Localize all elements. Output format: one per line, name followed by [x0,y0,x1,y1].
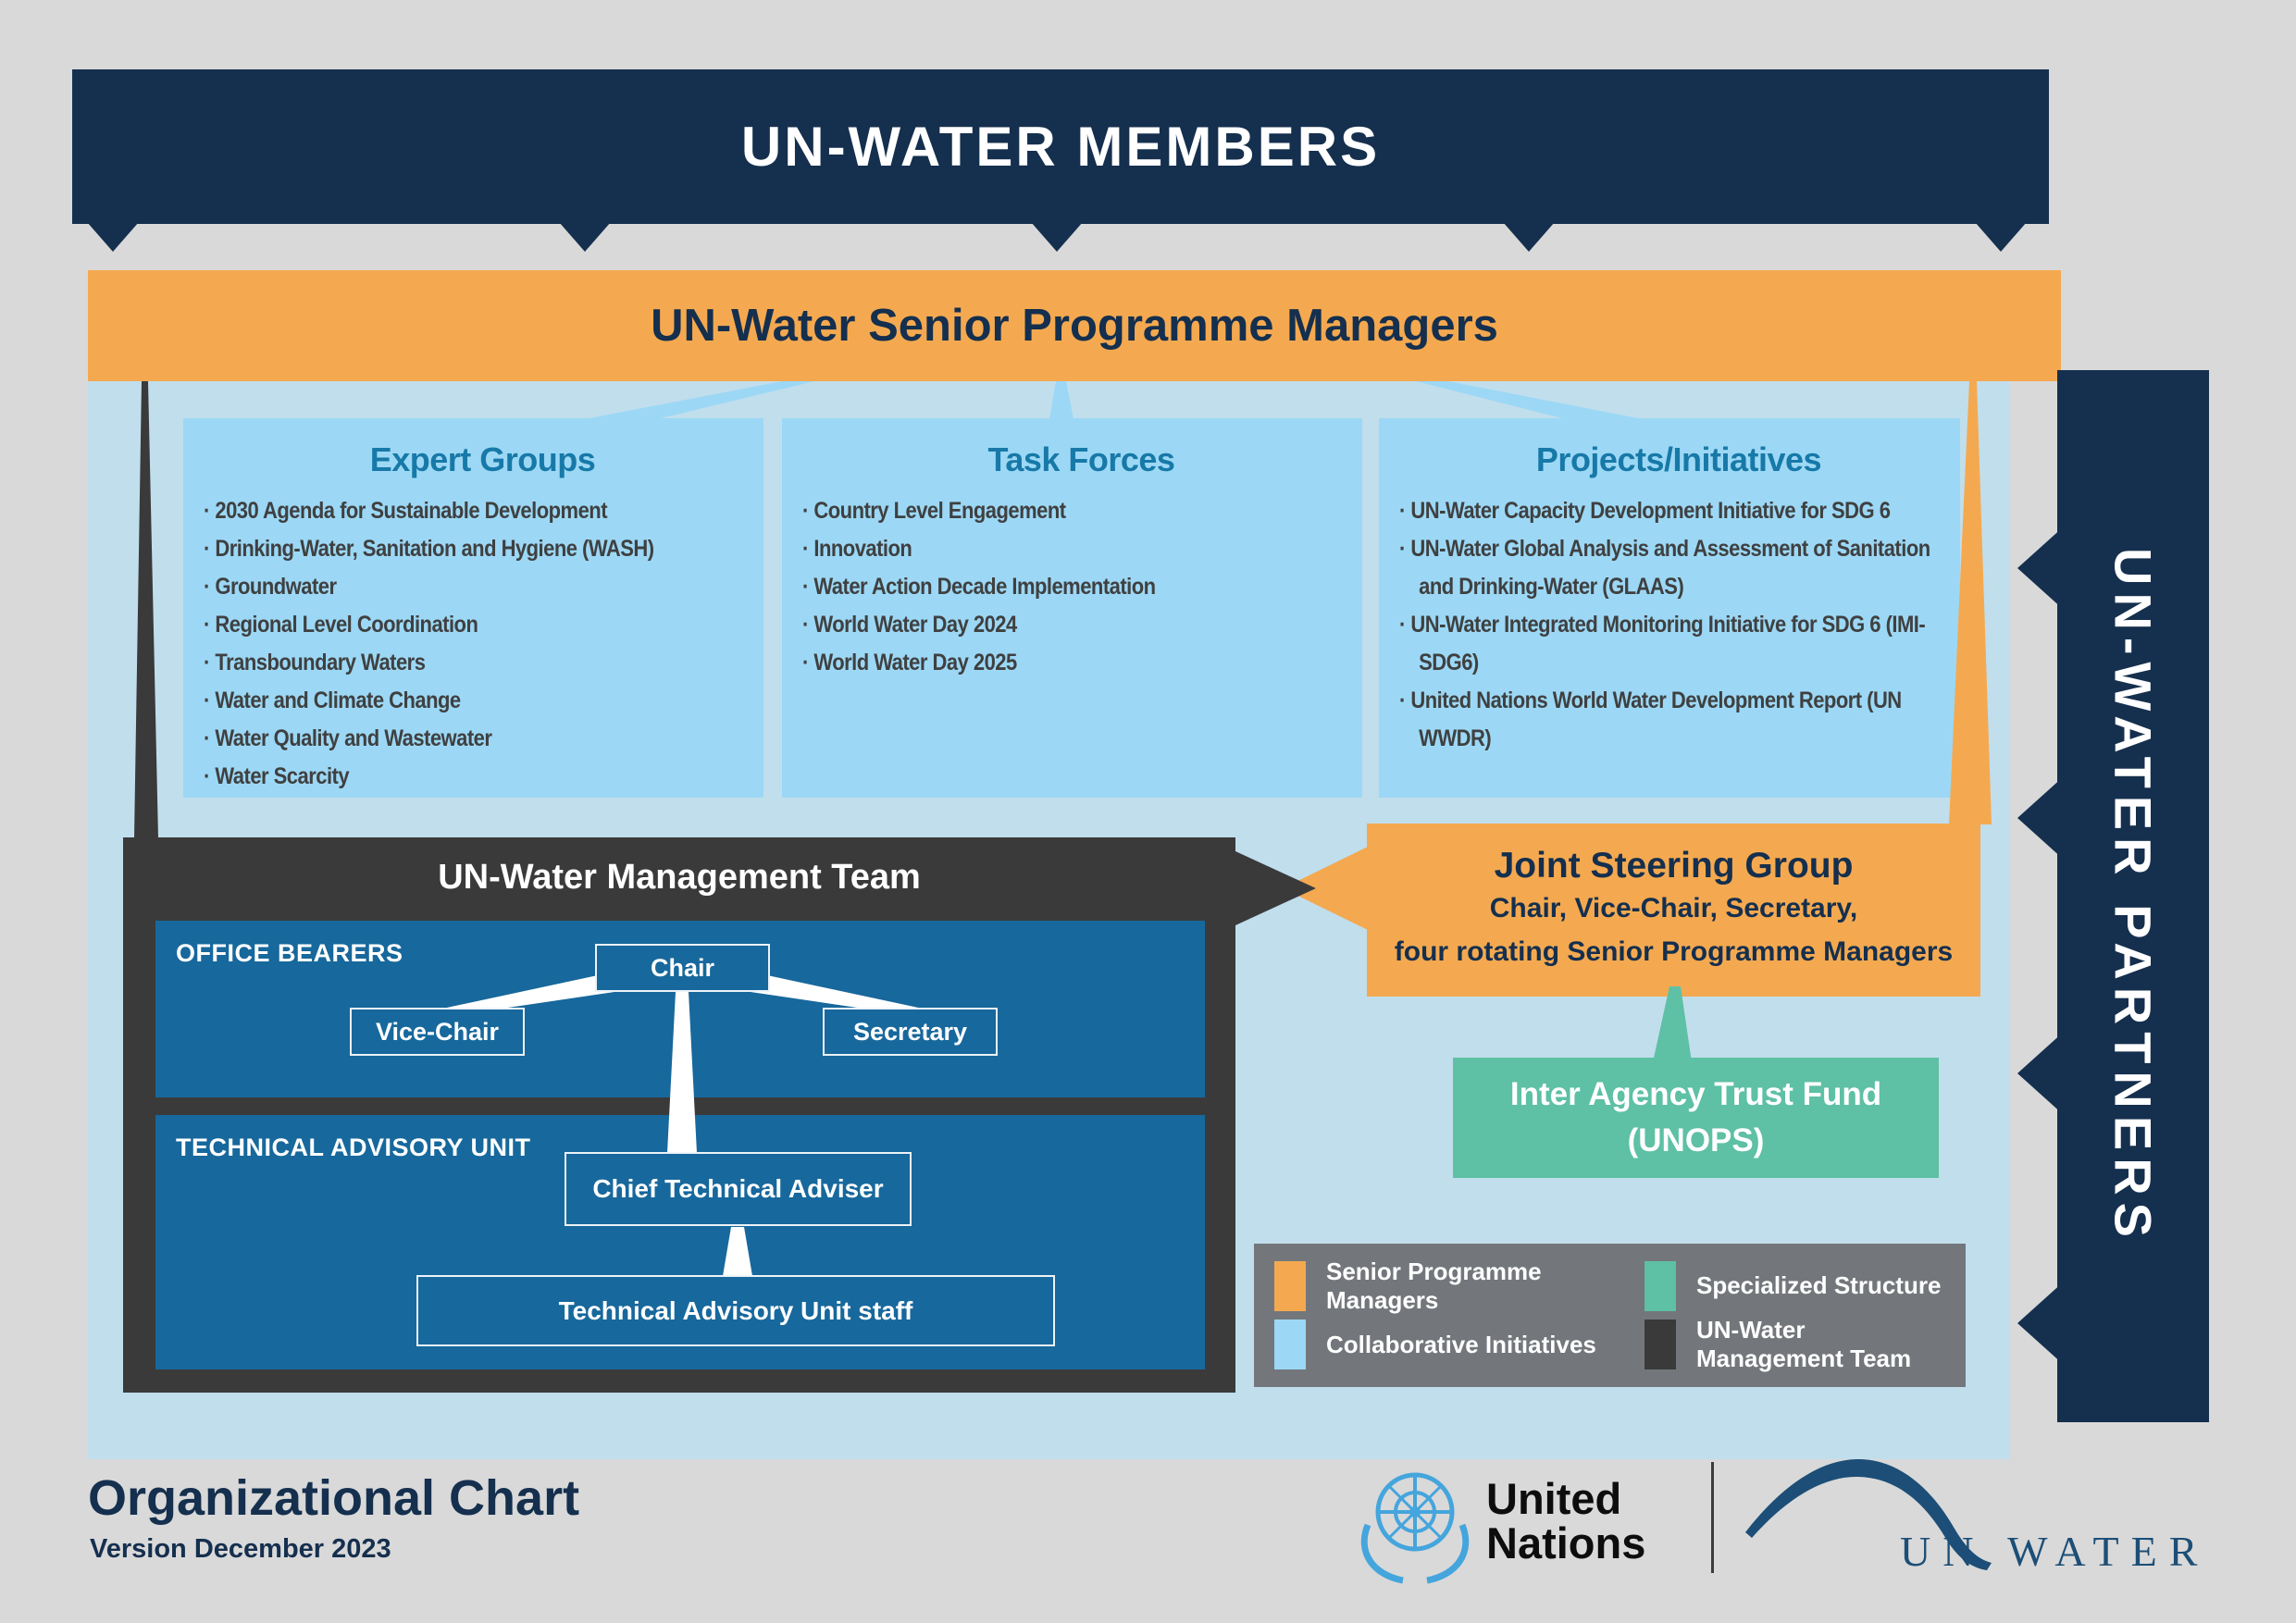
chair-box: Chair [595,944,770,992]
secretary-box: Secretary [823,1008,998,1056]
members-banner-title: UN-WATER MEMBERS [740,116,1381,178]
joint-steering-group-box: Joint Steering Group Chair, Vice-Chair, … [1367,824,1980,997]
task-forces-title: Task Forces [987,440,1175,478]
expert-groups-box: Expert Groups 2030 Agenda for Sustainabl… [183,418,763,798]
projects-initiatives-box: Projects/Initiatives UN-Water Capacity D… [1379,418,1960,798]
legend-item: Collaborative Initiatives [1274,1316,1644,1375]
legend-label: Senior Programme Managers [1326,1257,1542,1314]
task-forces-list: Country Level EngagementInnovationWater … [802,492,1358,682]
legend-swatch-management-team [1644,1319,1676,1370]
list-item: Water Scarcity [204,758,759,796]
unwater-wordmark: UN WATER [1900,1528,2210,1575]
chief-technical-adviser-box: Chief Technical Adviser [565,1152,912,1226]
legend-item: UN-Water Management Team [1644,1316,1958,1375]
legend-swatch-collaborative-initiatives [1274,1319,1306,1370]
partners-banner: UN-WATER PARTNERS [2057,370,2209,1422]
list-item: Transboundary Waters [204,644,759,682]
legend-label: Collaborative Initiatives [1326,1330,1596,1358]
legend-item: Specialized Structure [1644,1257,1958,1316]
legend: Senior Programme Managers Specialized St… [1254,1244,1966,1387]
list-item: World Water Day 2024 [802,606,1358,644]
legend-item: Senior Programme Managers [1274,1257,1644,1316]
list-item: United Nations World Water Development R… [1399,682,1955,758]
members-banner-tabs [87,222,2027,252]
united-nations-wordmark: United Nations [1486,1477,1645,1566]
expert-groups-title: Expert Groups [369,440,596,478]
list-item: Drinking-Water, Sanitation and Hygiene (… [204,530,759,568]
list-item: UN-Water Global Analysis and Assessment … [1399,530,1955,606]
list-item: Regional Level Coordination [204,606,759,644]
version-label: Version December 2023 [90,1534,391,1564]
list-item: Groundwater [204,568,759,606]
vice-chair-box: Vice-Chair [350,1008,525,1056]
list-item: Water Action Decade Implementation [802,568,1358,606]
trust-fund-line1: Inter Agency Trust Fund [1509,1076,1882,1112]
members-banner: UN-WATER MEMBERS [72,69,2049,224]
list-item: Water and Climate Change [204,682,759,720]
un-emblem-icon [1360,1472,1470,1584]
list-item: World Water Day 2025 [802,644,1358,682]
office-bearers-label: OFFICE BEARERS [176,939,403,967]
list-item: 2030 Agenda for Sustainable Development [204,492,759,530]
jsg-members-line2: four rotating Senior Programme Managers [1394,936,1954,967]
projects-initiatives-list: UN-Water Capacity Development Initiative… [1399,492,1955,758]
legend-swatch-specialized-structure [1644,1260,1676,1311]
senior-programme-managers-banner: UN-Water Senior Programme Managers [88,270,2061,381]
joint-steering-group-title: Joint Steering Group [1494,846,1854,886]
task-forces-box: Task Forces Country Level EngagementInno… [782,418,1362,798]
spm-banner-title: UN-Water Senior Programme Managers [651,301,1498,351]
un-wordmark-line1: United [1486,1474,1622,1523]
expert-groups-list: 2030 Agenda for Sustainable DevelopmentD… [204,492,759,796]
list-item: UN-Water Integrated Monitoring Initiativ… [1399,606,1955,682]
management-team-title: UN-Water Management Team [438,858,921,897]
technical-advisory-unit-label: TECHNICAL ADVISORY UNIT [176,1134,531,1161]
legend-label: UN-Water Management Team [1696,1316,1912,1373]
list-item: Country Level Engagement [802,492,1358,530]
jsg-members-line1: Chair, Vice-Chair, Secretary, [1489,893,1858,923]
legend-swatch-senior-programme-managers [1274,1260,1306,1311]
legend-label: Specialized Structure [1696,1271,1942,1300]
partners-banner-title: UN-WATER PARTNERS [2104,547,2163,1245]
list-item: Innovation [802,530,1358,568]
trust-fund-box: Inter Agency Trust Fund (UNOPS) [1453,1058,1939,1178]
trust-fund-line2: (UNOPS) [1627,1122,1765,1158]
tau-staff-box: Technical Advisory Unit staff [416,1275,1055,1346]
page-title: Organizational Chart [88,1470,580,1526]
un-wordmark-line2: Nations [1486,1518,1646,1567]
list-item: Water Quality and Wastewater [204,720,759,758]
projects-initiatives-title: Projects/Initiatives [1535,440,1822,478]
logo-divider [1711,1462,1714,1573]
list-item: UN-Water Capacity Development Initiative… [1399,492,1955,530]
